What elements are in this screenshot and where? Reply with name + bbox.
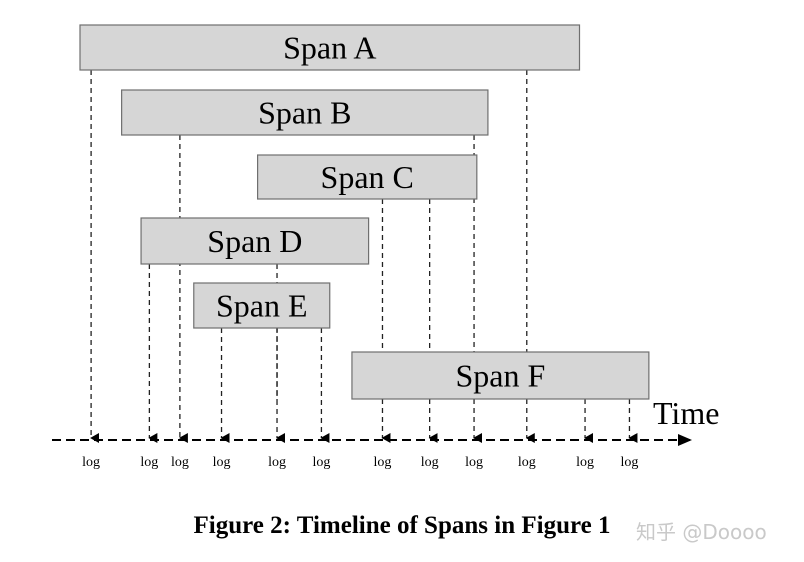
span-label-d: Span D: [207, 223, 302, 259]
watermark: 知乎 @Doooo: [636, 520, 767, 544]
log-label-4: log: [213, 455, 231, 470]
log-label-3: log: [171, 455, 189, 470]
span-label-a: Span A: [283, 30, 376, 66]
time-axis-label: Time: [653, 395, 719, 431]
span-timeline-diagram: Span A Span B Span C Span D Span E Span F Tim…: [52, 24, 719, 470]
log-label-6: log: [312, 455, 330, 470]
log-label-10: log: [518, 455, 536, 470]
span-box-a: [79, 24, 581, 71]
span-box-e: [193, 282, 331, 329]
log-label-7: log: [374, 455, 392, 470]
log-label-5: log: [268, 455, 286, 470]
span-box-d: [140, 217, 370, 265]
span-label-e: Span E: [216, 288, 308, 324]
span-boxes: Span A Span B Span C Span D Span E Span F: [79, 24, 650, 400]
log-label-11: log: [576, 455, 594, 470]
log-label-12: log: [621, 455, 639, 470]
log-label-1: log: [82, 455, 100, 470]
span-label-b: Span B: [258, 95, 351, 131]
span-label-c: Span C: [321, 159, 414, 195]
log-label-8: log: [421, 455, 439, 470]
figure-caption: Figure 2: Timeline of Spans in Figure 1: [193, 512, 611, 539]
log-label-9: log: [465, 455, 483, 470]
span-box-f: [351, 351, 650, 400]
log-label-2: log: [140, 455, 158, 470]
span-box-c: [257, 154, 478, 200]
span-box-b: [121, 89, 489, 136]
span-label-f: Span F: [456, 358, 546, 394]
